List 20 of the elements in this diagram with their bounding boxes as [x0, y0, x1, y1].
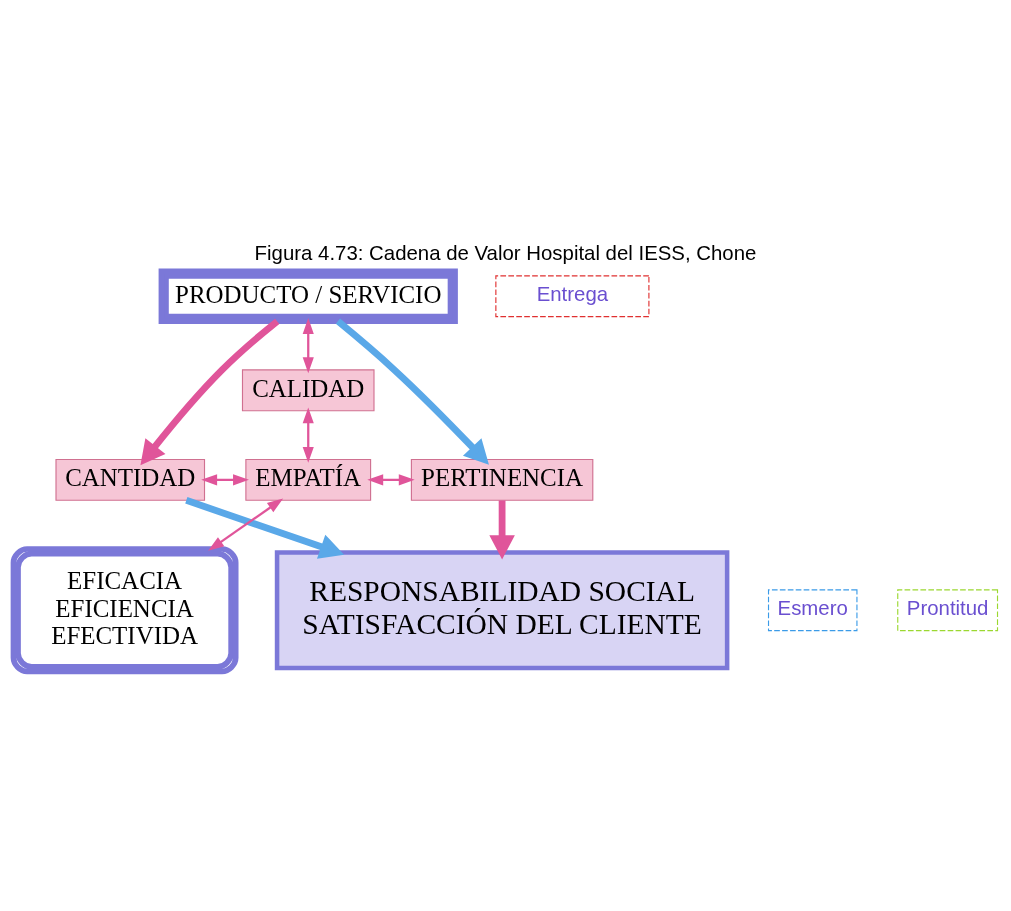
node-box: RESPONSABILIDAD SOCIAL SATISFACCIÓN DEL CLIENTE — [274, 550, 730, 671]
node-box: EFICACIA EFICIENCIA EFECTIVIDA — [10, 546, 239, 675]
node-box: EMPATÍA — [245, 458, 372, 501]
arrow — [335, 318, 489, 465]
arrow — [185, 497, 345, 559]
arrow — [208, 498, 284, 551]
diagram-title: Figura 4.73: Cadena de Valor Hospital del IESS, Chone — [254, 242, 757, 265]
arrow — [302, 407, 314, 463]
node-box: CANTIDAD — [55, 458, 206, 501]
node-box: Entrega — [495, 275, 650, 318]
arrow — [367, 474, 415, 486]
node-box: Esmero — [767, 589, 858, 632]
node-box: Prontitud — [897, 589, 999, 632]
arrow — [140, 318, 280, 466]
arrow — [302, 318, 314, 374]
node-box: PERTINENCIA — [410, 458, 594, 501]
arrow — [489, 500, 515, 560]
node-box: PRODUCTO / SERVICIO — [158, 268, 458, 324]
arrow — [201, 474, 249, 486]
node-box: CALIDAD — [241, 369, 375, 412]
